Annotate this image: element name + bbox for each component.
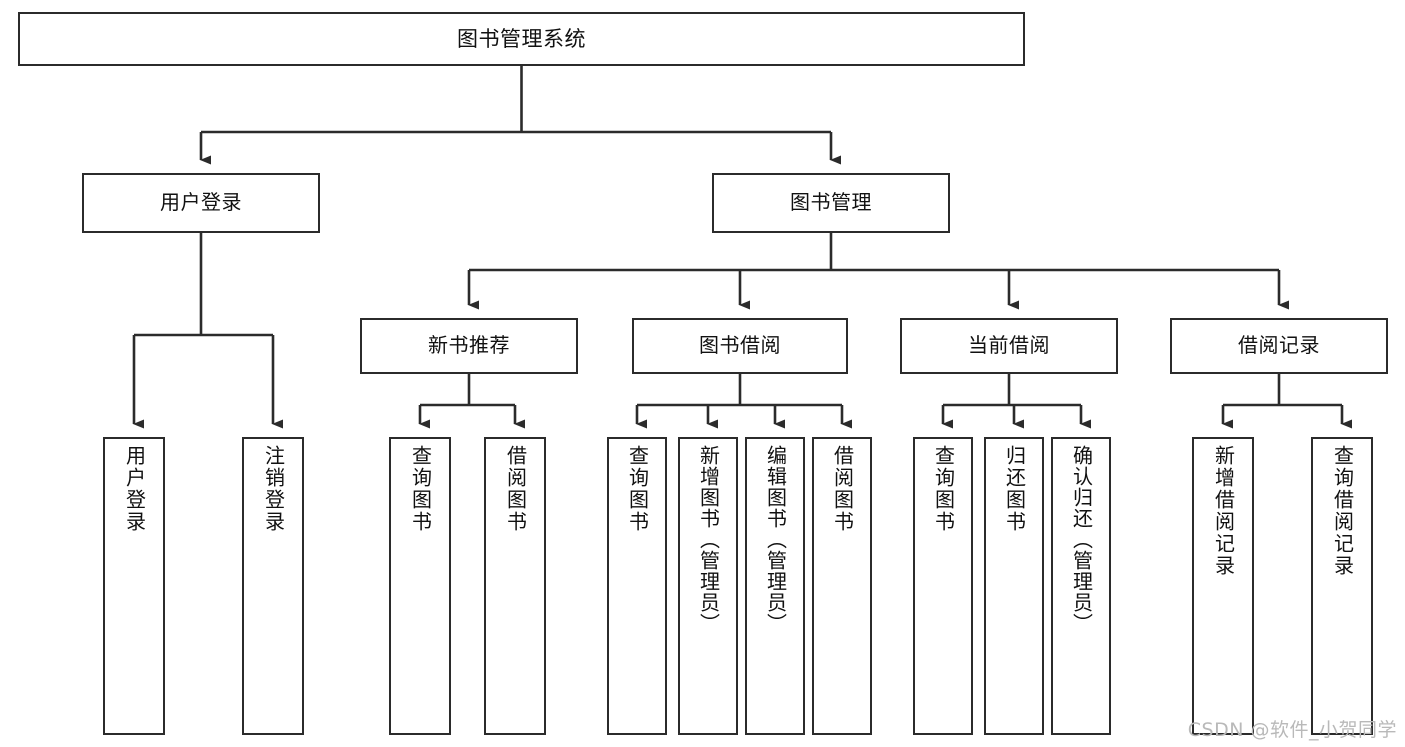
leaf-edit-book-admin-label: 编辑图书（管理员） bbox=[763, 445, 788, 634]
node-book-borrow[interactable]: 图书借阅 bbox=[632, 318, 848, 374]
leaf-return-books-label: 归还图书 bbox=[1002, 445, 1027, 533]
leaf-add-book-admin-label: 新增图书（管理员） bbox=[696, 445, 721, 634]
leaf-borrow-books-recommend-label: 借阅图书 bbox=[503, 445, 528, 533]
leaf-add-borrow-record-label: 新增借阅记录 bbox=[1211, 445, 1236, 577]
leaf-query-books-borrow[interactable]: 查询图书 bbox=[607, 437, 667, 735]
node-user-login[interactable]: 用户登录 bbox=[82, 173, 320, 233]
leaf-borrow-books-recommend[interactable]: 借阅图书 bbox=[484, 437, 546, 735]
node-current-borrow-label: 当前借阅 bbox=[968, 333, 1050, 358]
edges-current-to-leaves bbox=[941, 374, 1091, 429]
node-current-borrow[interactable]: 当前借阅 bbox=[900, 318, 1118, 374]
leaf-query-borrow-record-label: 查询借阅记录 bbox=[1330, 445, 1355, 577]
leaf-confirm-return-admin[interactable]: 确认归还（管理员） bbox=[1051, 437, 1111, 735]
node-book-management[interactable]: 图书管理 bbox=[712, 173, 950, 233]
leaf-logout[interactable]: 注销登录 bbox=[242, 437, 304, 735]
edges-userlogin-to-leaves bbox=[132, 233, 283, 429]
node-book-borrow-label: 图书借阅 bbox=[699, 333, 781, 358]
edges-borrow-to-leaves bbox=[635, 374, 852, 429]
watermark-text: CSDN @软件_小贺同学 bbox=[1187, 719, 1397, 741]
leaf-user-login[interactable]: 用户登录 bbox=[103, 437, 165, 735]
node-user-login-label: 用户登录 bbox=[160, 190, 242, 215]
leaf-return-books[interactable]: 归还图书 bbox=[984, 437, 1044, 735]
leaf-query-books-current-label: 查询图书 bbox=[931, 445, 956, 533]
leaf-add-borrow-record[interactable]: 新增借阅记录 bbox=[1192, 437, 1254, 735]
node-borrow-records[interactable]: 借阅记录 bbox=[1170, 318, 1388, 374]
leaf-add-book-admin[interactable]: 新增图书（管理员） bbox=[678, 437, 738, 735]
leaf-confirm-return-admin-label: 确认归还（管理员） bbox=[1069, 445, 1094, 634]
leaf-query-books-current[interactable]: 查询图书 bbox=[913, 437, 973, 735]
leaf-query-borrow-record[interactable]: 查询借阅记录 bbox=[1311, 437, 1373, 735]
leaf-logout-label: 注销登录 bbox=[261, 445, 286, 533]
node-book-management-label: 图书管理 bbox=[790, 190, 872, 215]
node-root-system-label: 图书管理系统 bbox=[457, 26, 586, 51]
leaf-query-books-borrow-label: 查询图书 bbox=[625, 445, 650, 533]
leaf-borrow-books-label: 借阅图书 bbox=[830, 445, 855, 533]
node-new-book-recommend[interactable]: 新书推荐 bbox=[360, 318, 578, 374]
node-borrow-records-label: 借阅记录 bbox=[1238, 333, 1320, 358]
leaf-query-books-recommend-label: 查询图书 bbox=[408, 445, 433, 533]
node-root-system[interactable]: 图书管理系统 bbox=[18, 12, 1025, 66]
leaf-user-login-label: 用户登录 bbox=[122, 445, 147, 533]
edges-root-to-level1 bbox=[199, 66, 841, 165]
leaf-query-books-recommend[interactable]: 查询图书 bbox=[389, 437, 451, 735]
node-new-book-recommend-label: 新书推荐 bbox=[428, 333, 510, 358]
leaf-borrow-books[interactable]: 借阅图书 bbox=[812, 437, 872, 735]
leaf-edit-book-admin[interactable]: 编辑图书（管理员） bbox=[745, 437, 805, 735]
edges-bookmgmt-to-level2 bbox=[467, 233, 1289, 310]
edges-records-to-leaves bbox=[1221, 374, 1352, 429]
edges-newbooks-to-leaves bbox=[418, 374, 525, 429]
